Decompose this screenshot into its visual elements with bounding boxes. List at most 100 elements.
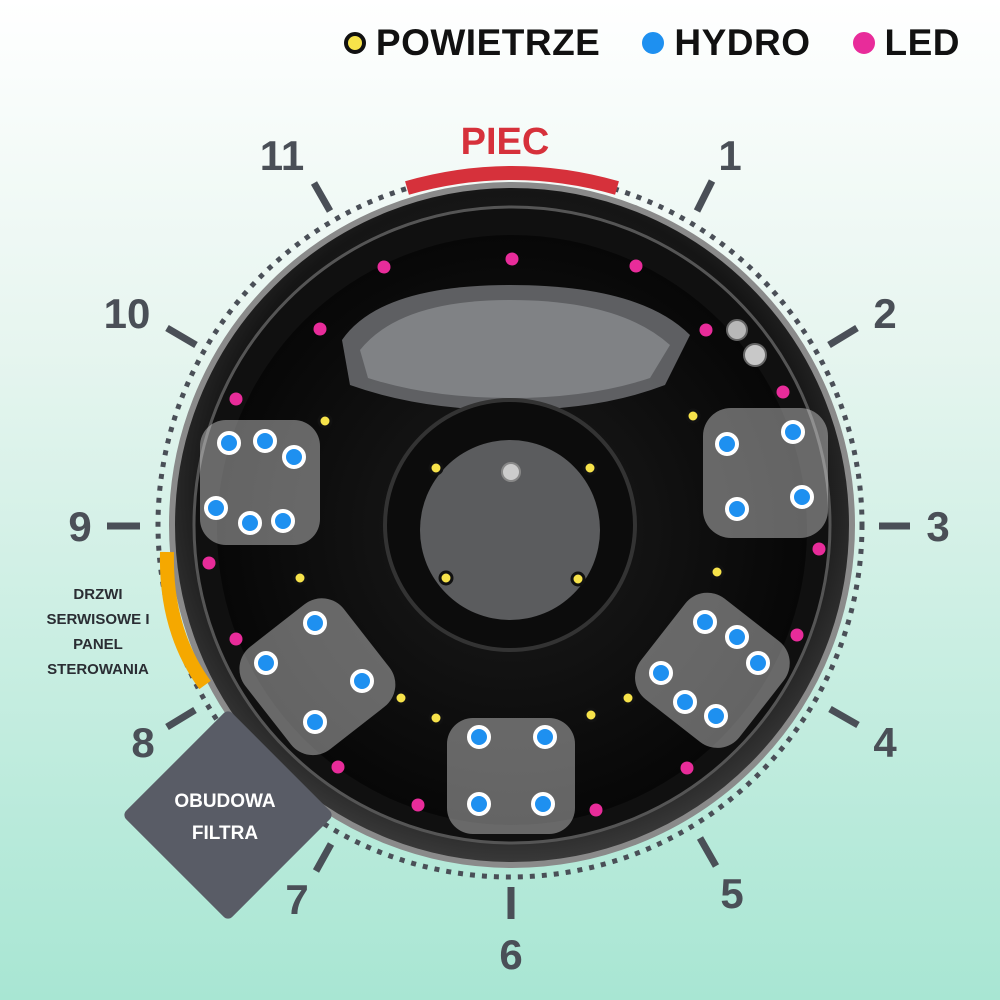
hydro-jet-icon [350,669,374,693]
tick-7 [312,842,335,873]
hydro-jet-icon [649,661,673,685]
tick-5 [696,836,720,868]
led-icon [411,798,425,812]
hydro-jet-icon [704,704,728,728]
seat-right [703,408,828,538]
led-icon [505,252,519,266]
led-icon [331,760,345,774]
service-door-label: DRZWI SERWISOWE I PANEL STEROWANIA [18,582,178,682]
legend-label-hydro: HYDRO [674,22,811,63]
seat-bottom-left [239,598,396,756]
clock-number-1: 1 [718,132,741,179]
hydro-jet-icon [282,445,306,469]
led-icon [790,628,804,642]
clock-number-5: 5 [720,870,743,917]
legend-item-led: LED [852,22,961,64]
filter-housing-line-1: OBUDOWA [174,791,276,812]
legend-item-powietrze: POWIETRZE [343,22,601,64]
hydro-jet-icon [790,485,814,509]
service-door-line-3: PANEL [73,636,123,653]
tick-2 [827,325,859,348]
footwell-floor [420,440,600,620]
air-jet-icon [570,571,586,587]
clock-number-10: 10 [104,290,151,337]
air-jet-icon [582,460,598,476]
led-icon [589,803,603,817]
air-jet-icon [393,690,409,706]
hydro-jet-icon [253,429,277,453]
control-knob-icon [726,319,748,341]
drain-icon [501,462,521,482]
led-icon [202,556,216,570]
led-icon [699,323,713,337]
filter-housing-line-2: FILTRA [191,823,259,844]
air-jet-icon [620,690,636,706]
service-door-arc [159,551,211,690]
hydro-jet-icon [715,432,739,456]
service-door-line-4: STEROWANIA [47,661,149,678]
led-icon [776,385,790,399]
hydro-jet-icon [303,611,327,635]
control-knob-icon [743,343,767,367]
air-jet-icon [709,564,725,580]
heater-arc [405,166,619,195]
led-icon [629,259,643,273]
hydro-jet-icon [204,496,228,520]
air-jets [292,408,725,726]
clock-number-4: 4 [873,719,897,766]
hydro-jet-icon [254,651,278,675]
led-icon [229,632,243,646]
tick-8 [165,707,197,730]
hydro-jet-icon [725,625,749,649]
clock-number-2: 2 [873,290,896,337]
legend: POWIETRZE HYDRO LED [343,22,961,64]
clock-number-7: 7 [285,876,308,923]
legend-item-hydro: HYDRO [642,22,810,64]
clock-number-8: 8 [131,719,154,766]
legend-label-powietrze: POWIETRZE [375,22,601,63]
clock-number-9: 9 [68,503,91,550]
clock-number-3: 3 [926,503,949,550]
seat-bottom-right [635,592,790,748]
hydro-jet-icon [533,725,557,749]
led-icon [313,322,327,336]
air-jet-icon [685,408,701,424]
hydro-jet-icon [217,431,241,455]
lounge-inner [360,300,670,398]
air-jet-icon [317,413,333,429]
led-icon [377,260,391,274]
air-jet-dot-icon [343,32,366,54]
tick-10 [165,324,198,349]
filter-housing-box [124,711,332,919]
hydro-jet-icon [725,497,749,521]
clock-ticks [107,179,910,919]
hydro-jet-icon [467,725,491,749]
air-jet-icon [292,570,308,586]
tick-1 [693,179,716,213]
hydro-jet-icon [531,792,555,816]
hydro-jet-icon [781,420,805,444]
clock-number-6: 6 [499,931,522,978]
air-jet-icon [428,460,444,476]
service-door-line-2: SERWISOWE I [46,611,150,628]
legend-label-led: LED [884,22,960,63]
clock-numbers: 1 2 3 4 5 6 7 8 9 10 11 [68,132,949,978]
heater-label: PIEC [461,121,550,163]
hydro-jet-icon [693,610,717,634]
led-icon [812,542,826,556]
hydro-jet-icon [303,710,327,734]
hydro-jet-icon [746,651,770,675]
tick-4 [828,705,860,729]
leds [202,252,826,817]
hydro-jet-dot-icon [642,32,665,54]
tick-11 [310,181,334,213]
hydro-jets [204,420,814,816]
air-jet-icon [583,707,599,723]
hydro-jet-icon [271,509,295,533]
hydro-jet-icon [238,511,262,535]
hydro-jet-icon [467,792,491,816]
air-jet-icon [438,570,454,586]
led-icon [229,392,243,406]
filter-housing-label: OBUDOWA FILTRA [150,786,300,850]
